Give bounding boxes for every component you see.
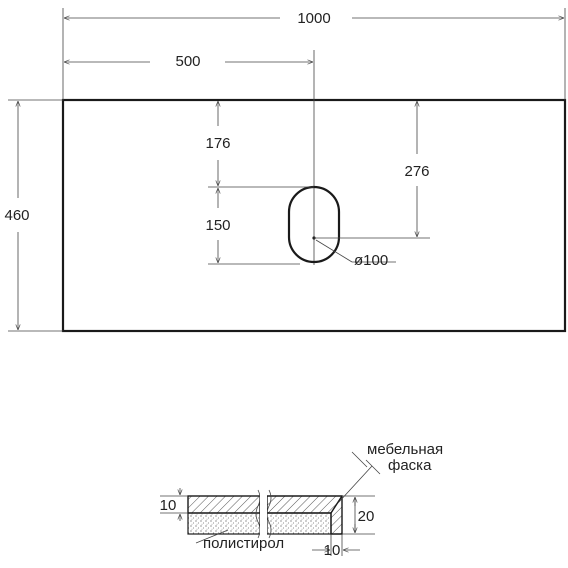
core-layer-left [187,512,261,535]
dimension-width: 1000 [64,10,564,27]
dimension-hole-top: 176 [205,101,231,186]
dimension-center-offset-label: 500 [175,53,200,70]
chamfer-note-line2: фаска [388,457,432,474]
chamfer-edge [330,495,343,514]
core-layer-right [266,512,332,535]
chamfer-leader: мебельная фаска [337,441,443,504]
dimension-total-thickness: 20 [342,495,375,535]
dimension-hole-length: 150 [205,188,231,263]
dimension-edge-width-label: 10 [324,542,341,559]
dimension-hole-center: 276 [404,101,430,237]
dimension-hole-diameter: ø100 [315,239,396,269]
dimension-total-thickness-label: 20 [358,508,375,525]
core-material-callout: полистирол [195,529,284,552]
dimension-thickness-left: 10 [160,488,188,521]
section-view: 10 20 10 мебельная фаска [160,441,443,559]
chamfer-note-line1: мебельная [367,441,443,458]
top-view: 1000 500 460 176 [4,8,567,333]
dimension-hole-center-label: 276 [404,163,429,180]
dimension-height: 460 [4,99,63,332]
dimension-hole-length-label: 150 [205,217,230,234]
dimension-hole-diameter-label: ø100 [354,252,388,269]
dimension-hole-top-label: 176 [205,135,230,152]
dimension-width-label: 1000 [297,10,330,27]
top-layer-left [187,495,261,514]
dimension-thickness-left-label: 10 [160,497,177,514]
dimension-edge-width: 10 [312,534,360,559]
dimension-center-offset: 500 [64,53,313,70]
dimension-height-label: 460 [4,207,29,224]
core-material-label: полистирол [203,535,284,552]
